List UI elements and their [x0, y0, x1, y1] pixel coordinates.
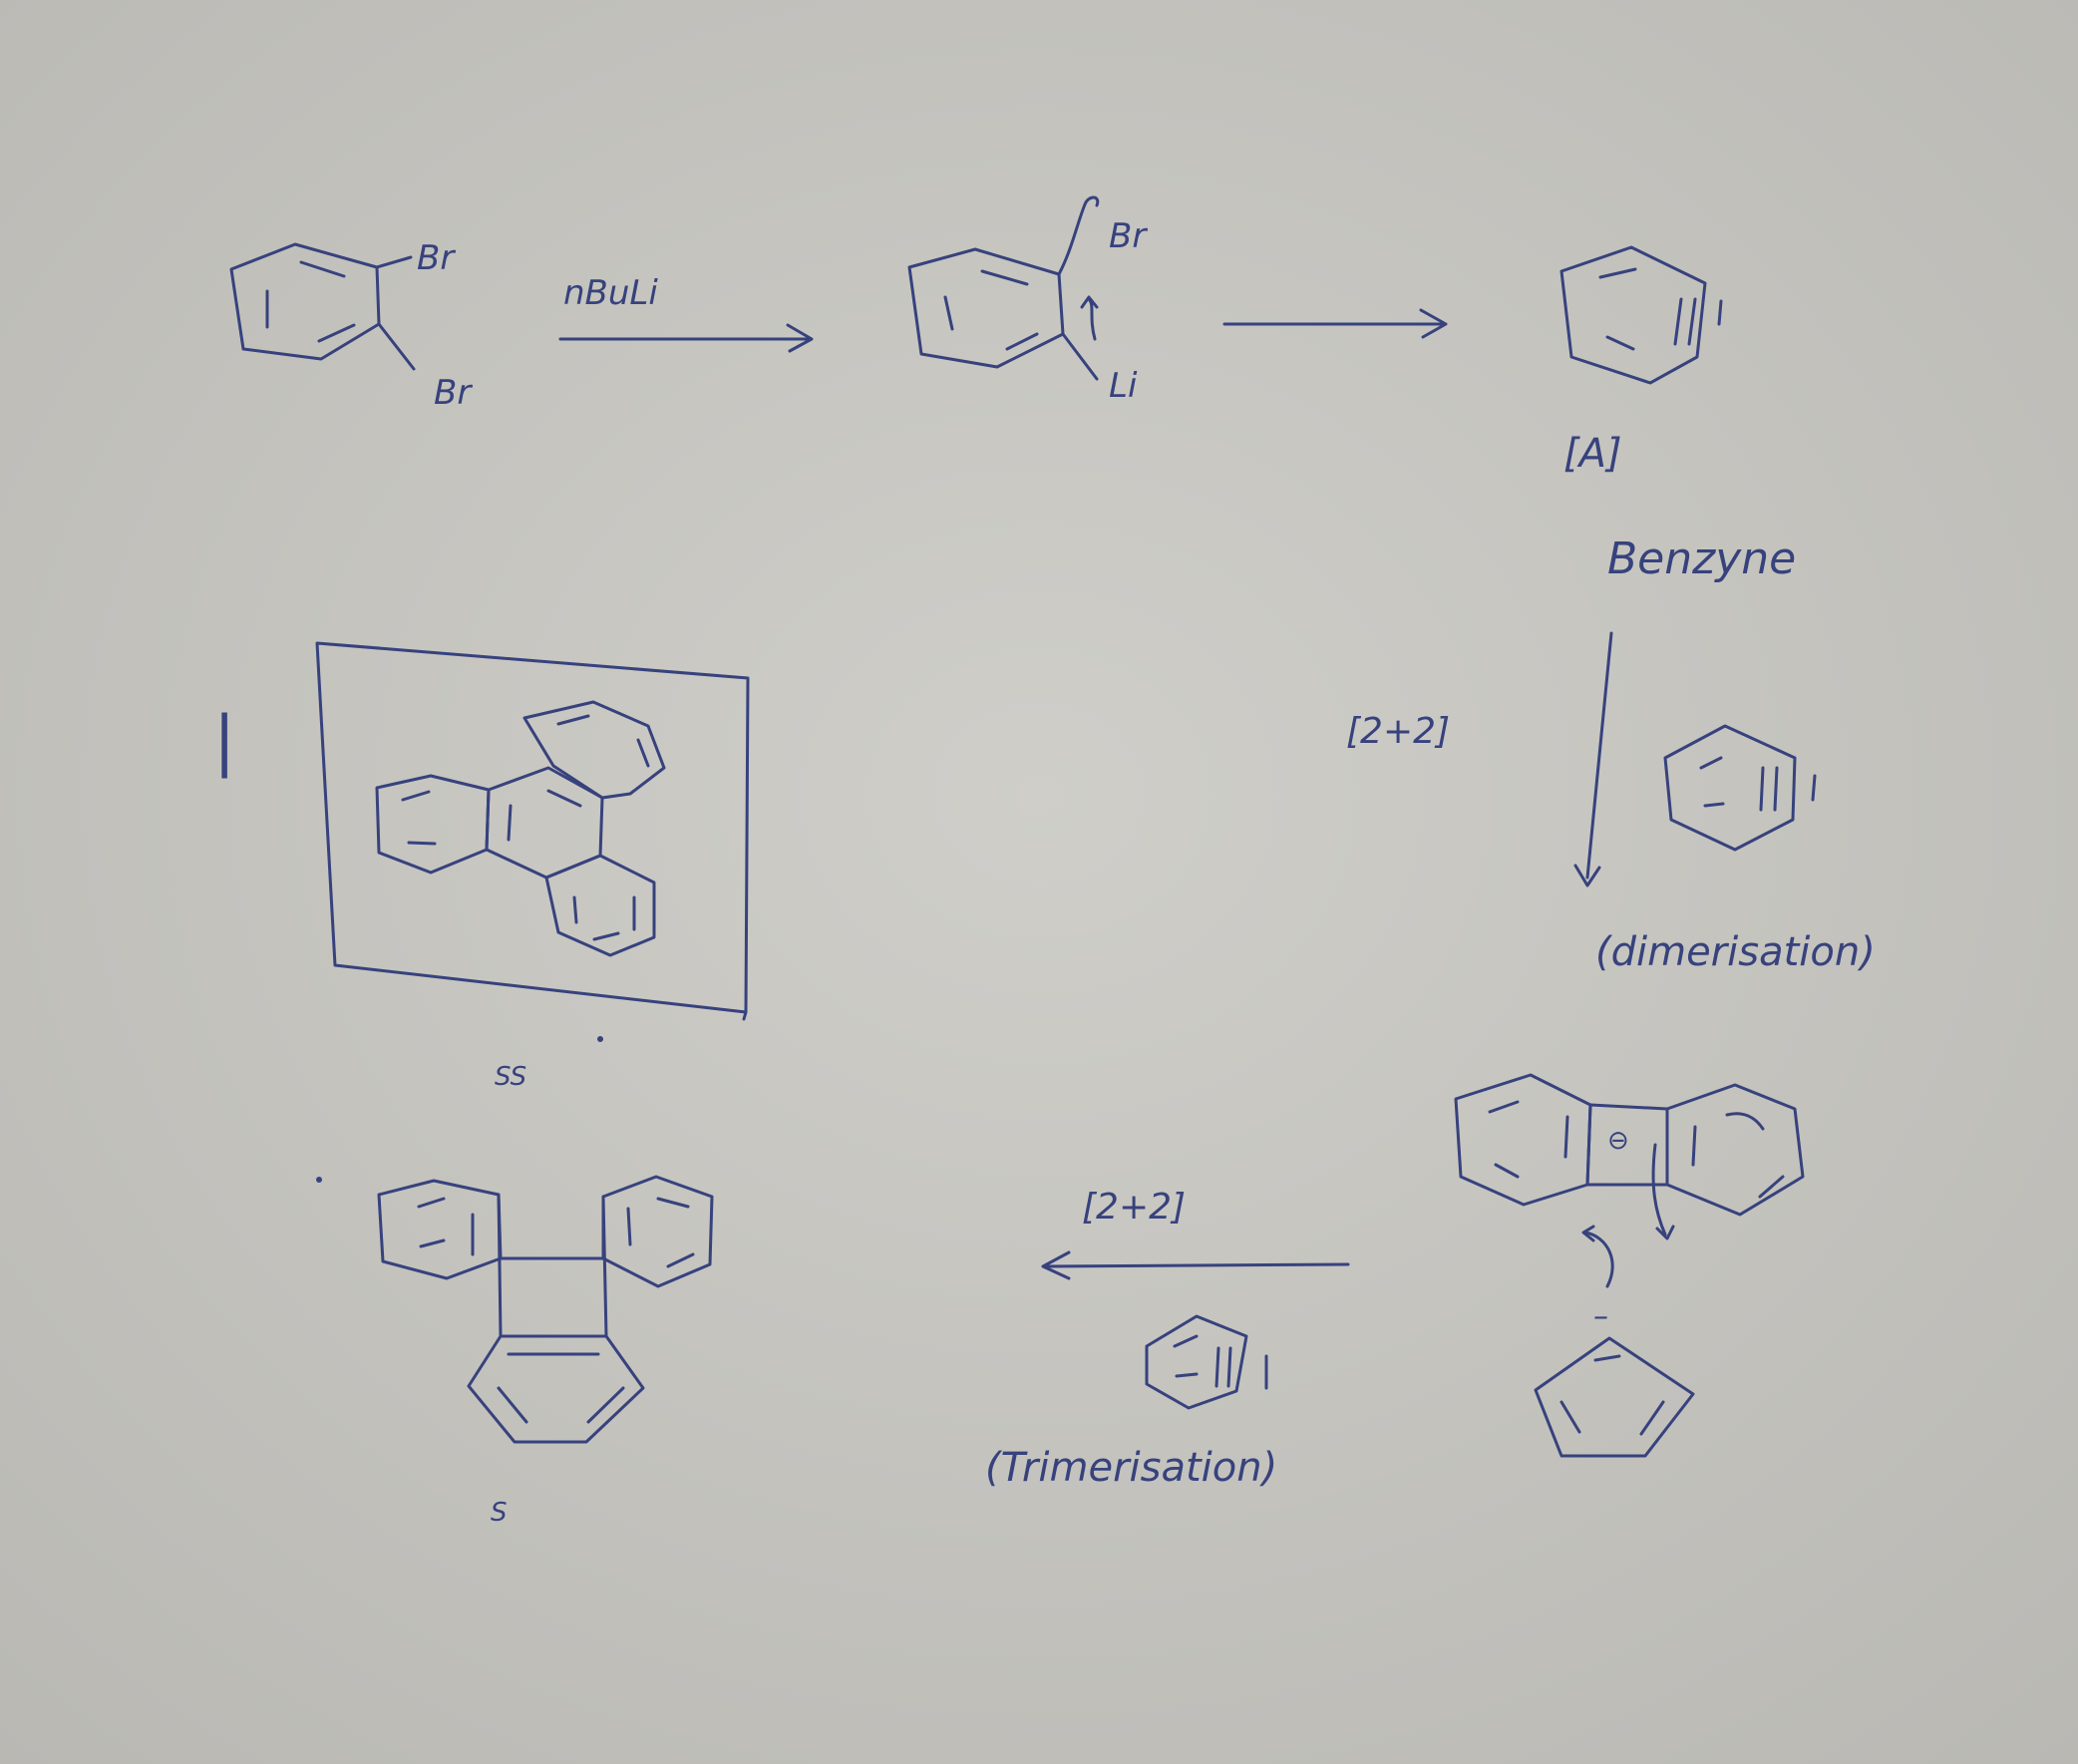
arrow-head: [1419, 308, 1448, 339]
ring-double-bond: [1639, 1400, 1665, 1436]
ring-double-bond: [401, 790, 431, 802]
ring-double-bond: [1175, 1372, 1199, 1378]
triple-bond-line: [1687, 297, 1697, 346]
connecting-bond: [497, 1193, 503, 1338]
triple-bond-line: [1811, 774, 1817, 802]
trimerisation-label: (Trimerisation): [985, 1445, 1277, 1491]
ring-double-bond: [1005, 332, 1039, 351]
benzene-ring: [1534, 1336, 1695, 1458]
anion-charge-label: ⊖: [1607, 1126, 1629, 1156]
ring-double-bond: [1559, 1400, 1581, 1434]
ring-double-bond: [1605, 335, 1635, 351]
ring-double-bond: [419, 1238, 446, 1248]
ring-double-bond: [980, 269, 1029, 286]
trimer-structure: S: [377, 1175, 714, 1528]
top-ring: [522, 700, 666, 800]
ring-double-bond: [497, 1386, 528, 1424]
ring-double-bond: [586, 1386, 625, 1424]
arrow-head: [1573, 864, 1601, 887]
second-benzyne-structure: [1663, 724, 1817, 852]
benzene-ring: [1145, 1314, 1248, 1410]
ring-double-bond: [1598, 267, 1637, 279]
anion-minus-label: –: [1593, 1299, 1608, 1334]
ring-double-bond: [1691, 1125, 1697, 1167]
c-br-bond: [1057, 195, 1100, 276]
curved-electron-arrow: [1651, 1143, 1675, 1240]
ring-double-bond: [407, 841, 437, 846]
ring-double-bond: [1488, 1100, 1520, 1114]
margin-stroke: |: [213, 702, 235, 779]
ring-double-bond: [666, 1252, 695, 1268]
arrow-shaft: [1043, 1262, 1350, 1268]
ring-double-bond: [1758, 1175, 1785, 1199]
ring-double-bond: [1759, 766, 1765, 812]
ring-double-bond: [1214, 1346, 1220, 1388]
reagent-arrow: nBuLi: [558, 273, 814, 353]
ring-double-bond: [1725, 1112, 1765, 1131]
bromine-label-bottom: Br: [434, 373, 473, 413]
trimer-step-label: [2+2]: [1082, 1187, 1186, 1228]
ring-double-bond: [1563, 1115, 1569, 1159]
elimination-arrow: [1222, 308, 1448, 339]
boxed-mark: SS: [495, 1062, 526, 1092]
ring-double-bond: [546, 789, 582, 808]
ring-double-bond: [1173, 1334, 1199, 1348]
triple-bond-line: [1773, 766, 1779, 812]
arrow-head: [786, 323, 814, 353]
c-br-bond: [377, 322, 416, 371]
ring-double-bond: [592, 931, 620, 941]
incoming-benzyne-structure: –: [1534, 1299, 1695, 1458]
dimerisation-label: (dimerisation): [1595, 929, 1876, 975]
ring-double-bond: [317, 323, 356, 343]
triple-bond-line: [1717, 299, 1723, 326]
bottom-ring: [467, 1334, 645, 1444]
lithium-label: Li: [1109, 366, 1138, 406]
reagent-label: nBuLi: [563, 273, 658, 313]
trimerisation-arrow: [2+2] (Trimerisation): [985, 1187, 1350, 1491]
boxed-product: SS: [315, 641, 750, 1092]
c-br-bond: [375, 255, 413, 269]
ring-double-bond: [1703, 802, 1725, 808]
ring-double-bond: [1673, 297, 1683, 346]
compound-a-label: [A]: [1563, 431, 1622, 477]
third-benzyne-structure: [1145, 1314, 1268, 1410]
biphenylene-structure: ⊖: [1454, 1073, 1805, 1288]
ring-double-bond: [626, 1207, 632, 1246]
benzyne-structure: [A] Benzyne: [1559, 245, 1796, 584]
curved-electron-arrow: [1080, 295, 1099, 341]
right-ring: [1665, 1083, 1805, 1217]
ring-double-bond: [507, 804, 513, 842]
benzyne-label: Benzyne: [1607, 533, 1796, 584]
bottom-ring: [544, 854, 656, 957]
ring-double-bond: [943, 295, 954, 331]
ink-dots: [316, 1036, 603, 1183]
bromine-label-top: Br: [417, 238, 456, 278]
arrow-shaft: [1585, 631, 1613, 880]
ring-double-bond: [1494, 1163, 1520, 1179]
ring-double-bond: [299, 260, 346, 278]
aryllithium-intermediate: Br Li: [907, 195, 1148, 406]
ring-double-bond: [556, 714, 590, 726]
triple-bond-line: [1226, 1346, 1232, 1388]
ring-double-bond: [572, 895, 578, 924]
ring-double-bond: [1699, 756, 1723, 770]
benzene-ring: [1559, 245, 1707, 385]
ring-double-bond: [1593, 1354, 1621, 1362]
ring-double-bond: [417, 1197, 446, 1209]
ring-double-bond: [636, 738, 650, 768]
dimer-step-label: [2+2]: [1346, 711, 1450, 752]
dimerisation-arrow: [2+2] (dimerisation): [1346, 631, 1876, 975]
arrow-head: [1041, 1250, 1071, 1280]
ring-double-bond: [656, 1197, 690, 1209]
trimer-mark: S: [491, 1498, 508, 1528]
dibromobenzene-structure: Br Br: [229, 238, 473, 413]
connecting-bond: [601, 1195, 608, 1338]
box-corner-stroke: [742, 1010, 748, 1021]
bromine-label: Br: [1109, 216, 1148, 256]
curved-electron-arrow: [1581, 1225, 1614, 1288]
benzene-ring: [1663, 724, 1797, 852]
c-li-bond: [1061, 332, 1099, 381]
